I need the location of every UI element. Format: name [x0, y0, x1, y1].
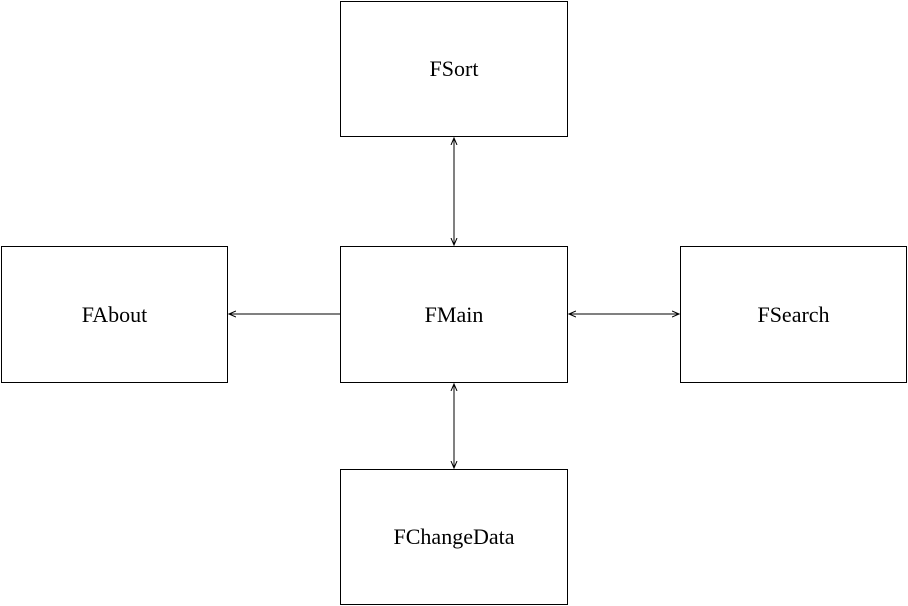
- node-fabout-label: FAbout: [81, 301, 148, 327]
- node-fsearch-label: FSearch: [757, 301, 830, 327]
- node-fmain: FMain: [340, 246, 568, 383]
- node-fsort: FSort: [340, 1, 568, 137]
- node-fmain-label: FMain: [424, 301, 484, 327]
- node-fabout: FAbout: [1, 246, 228, 383]
- node-fsort-label: FSort: [429, 56, 479, 81]
- node-fchangedata: FChangeData: [340, 469, 568, 605]
- node-fchangedata-label: FChangeData: [393, 524, 515, 549]
- node-fsearch: FSearch: [680, 246, 907, 383]
